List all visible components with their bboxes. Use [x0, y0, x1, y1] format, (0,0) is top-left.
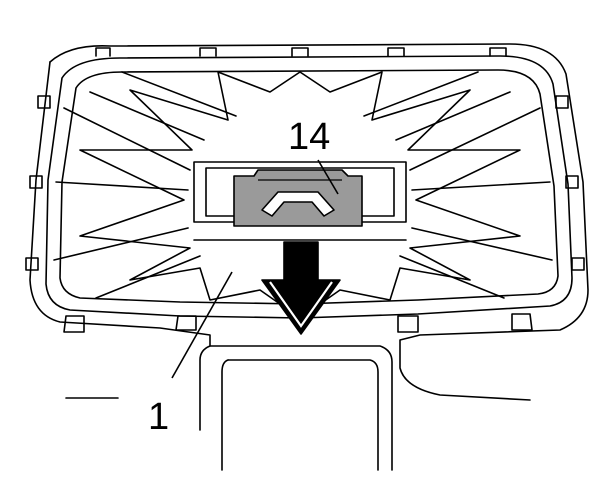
- rib-10: [399, 255, 505, 299]
- leader-1: [171, 271, 233, 379]
- leader-14: [317, 159, 339, 195]
- rib-8: [411, 181, 551, 191]
- rib-1: [89, 91, 205, 141]
- rib-7: [409, 107, 541, 171]
- clip-left-2: [29, 175, 43, 189]
- clip-top-1: [95, 47, 111, 57]
- clip-left-1: [37, 95, 51, 109]
- callout-1: 1: [148, 396, 170, 438]
- component-slot: [261, 191, 335, 217]
- duct-inner: [227, 359, 379, 471]
- rib-5: [95, 255, 201, 299]
- mounting-slot: [193, 161, 407, 223]
- arrow-head-highlight: [269, 281, 333, 328]
- clip-top-5: [489, 47, 507, 57]
- clip-bottom-1: [63, 315, 85, 333]
- clip-bottom-2: [175, 315, 197, 331]
- clip-bottom-4: [511, 313, 533, 331]
- rib-9: [411, 227, 553, 261]
- rib-4: [53, 227, 189, 261]
- housing-left-outline: [29, 61, 211, 431]
- mounting-slot-inner: [205, 167, 395, 217]
- clip-top-4: [387, 47, 405, 57]
- rib-11: [121, 71, 237, 117]
- rib-2: [63, 107, 191, 171]
- clip-right-3: [571, 257, 585, 271]
- clip-right-1: [555, 95, 569, 109]
- duct-inner-left: [221, 359, 229, 471]
- clip-right-2: [565, 175, 579, 189]
- cover-frame-inner: [59, 69, 559, 305]
- component-14: [233, 169, 363, 227]
- duct-outer: [209, 345, 393, 471]
- callout-14: 14: [288, 116, 331, 158]
- clip-bottom-3: [397, 315, 419, 333]
- cover-frame-outer: [45, 55, 573, 319]
- clip-left-3: [25, 257, 39, 271]
- clip-top-2: [199, 47, 217, 57]
- housing-outer-outline: [49, 43, 589, 401]
- removal-arrow: [261, 241, 341, 335]
- rib-3: [55, 181, 189, 191]
- clip-top-3: [291, 47, 309, 57]
- rib-6: [395, 91, 511, 141]
- rib-12: [363, 71, 479, 117]
